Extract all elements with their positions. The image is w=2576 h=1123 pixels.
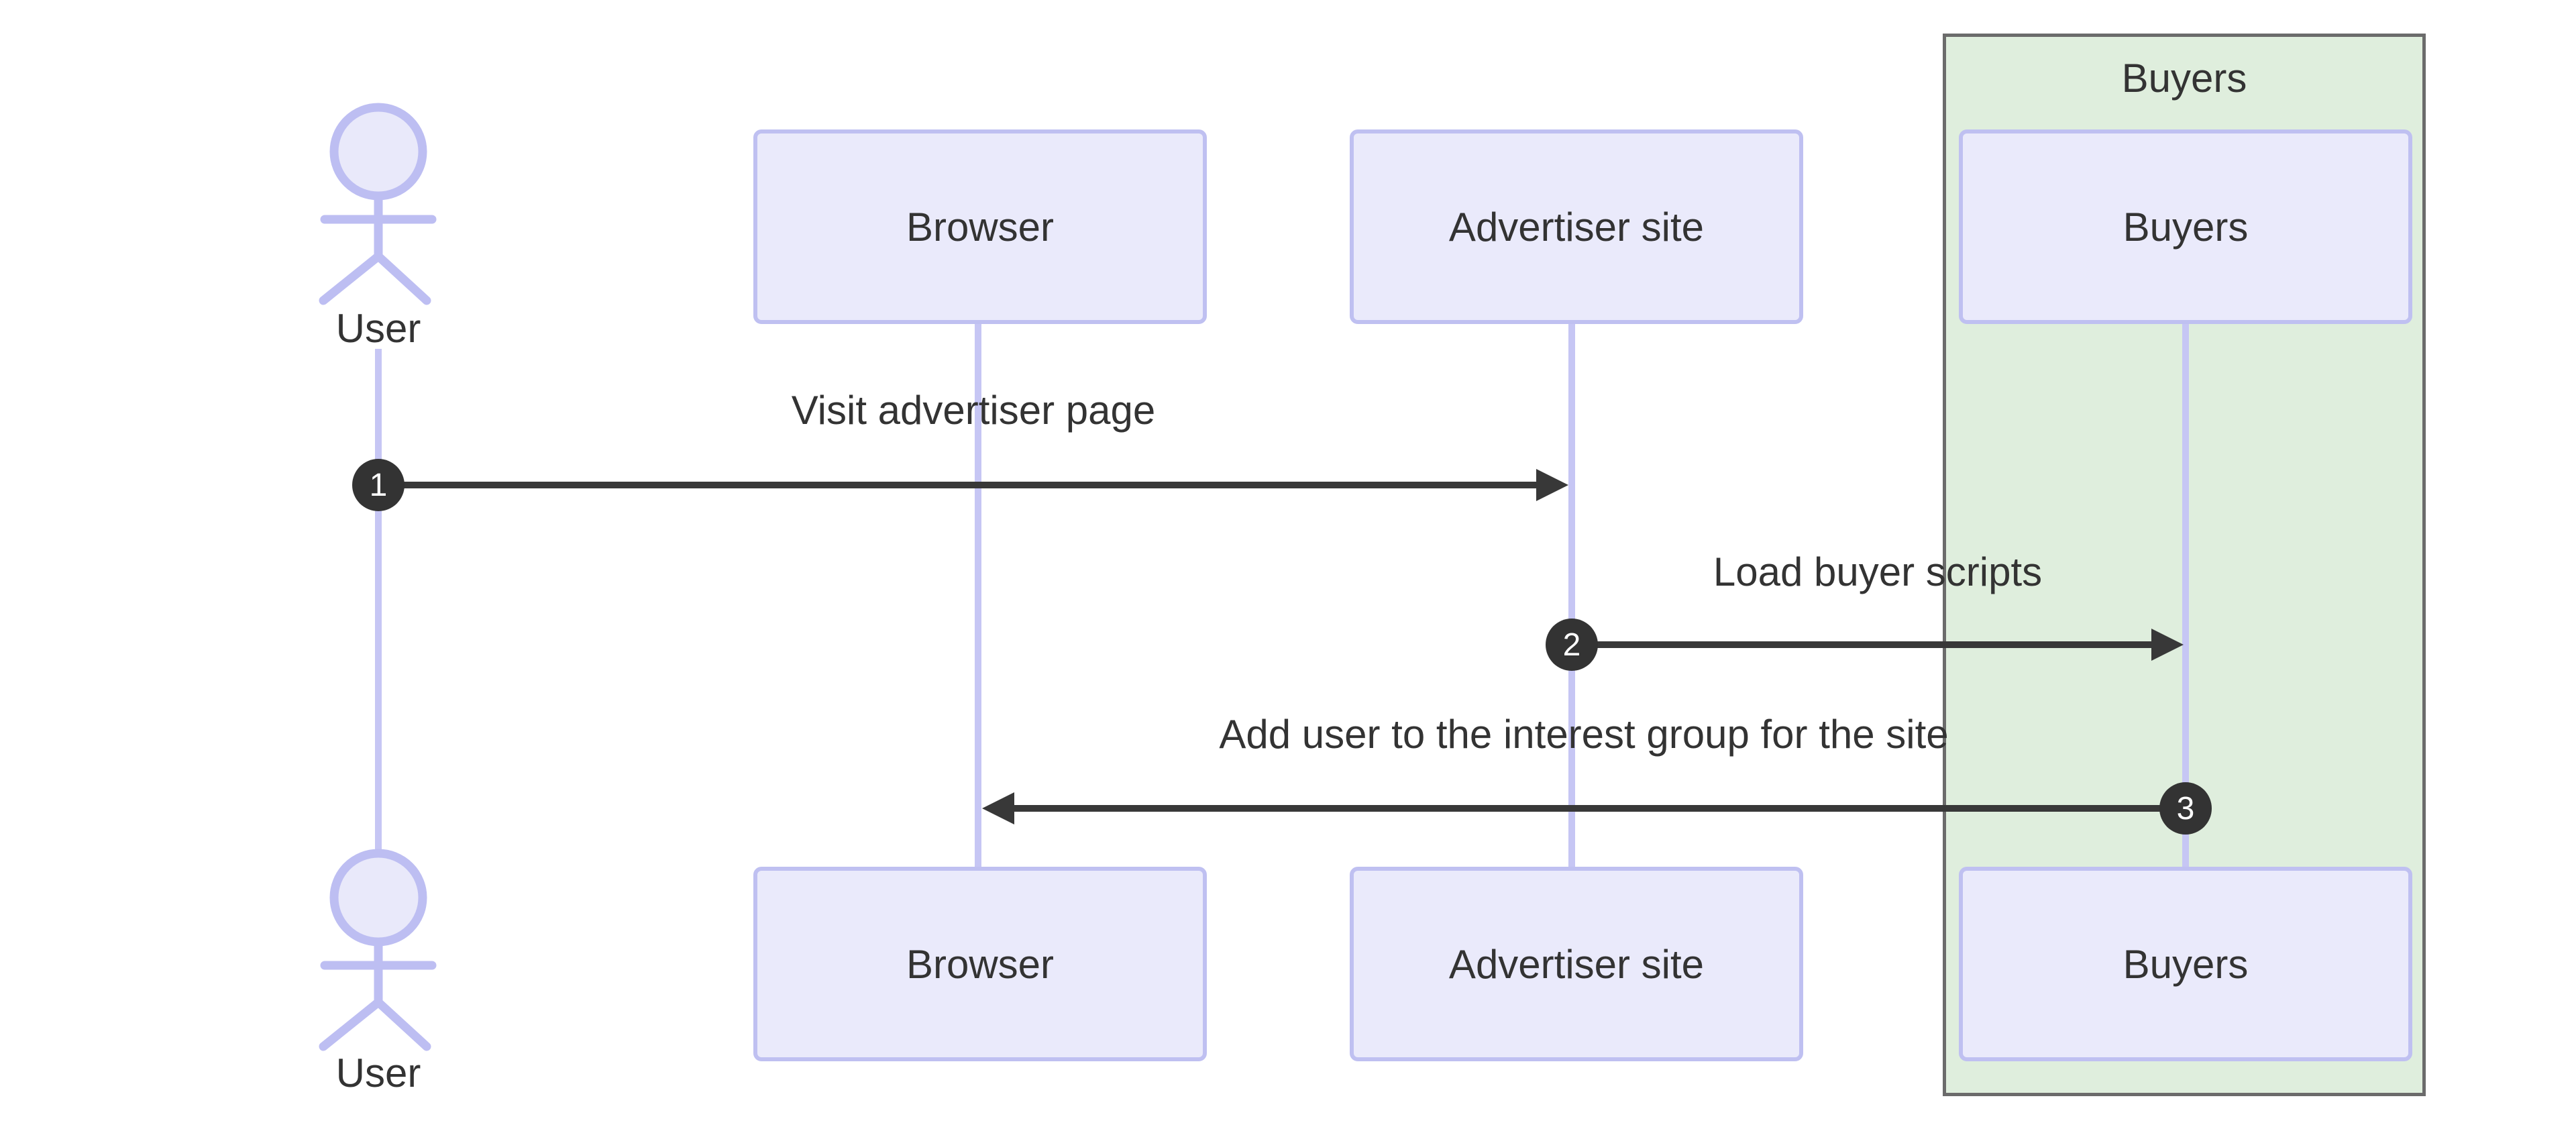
lifeline-buyers [2182, 324, 2189, 867]
lifeline-advertiser-site [1568, 324, 1575, 867]
sequence-number: 2 [1562, 627, 1581, 663]
sequence-number: 1 [369, 467, 388, 503]
actor-figure-icon [319, 849, 437, 1051]
participant-box-browser-top: Browser [753, 129, 1207, 324]
participant-label: Browser [906, 941, 1055, 987]
actor-label-bottom: User [335, 1051, 421, 1095]
sequence-badge-1: 1 [352, 459, 405, 511]
group-title: Buyers [2121, 56, 2247, 101]
message-3-label: Add user to the interest group for the s… [1219, 712, 1949, 757]
sequence-badge-3: 3 [2159, 782, 2212, 835]
message-1-arrow [378, 482, 1536, 488]
actor-figure-icon [319, 103, 437, 305]
participant-box-advertiser-site-top: Advertiser site [1350, 129, 1803, 324]
sequence-number: 3 [2176, 790, 2195, 826]
message-3-arrow [1014, 805, 2186, 812]
lifeline-browser [975, 324, 981, 867]
message-2-label: Load buyer scripts [1713, 549, 2043, 594]
message-2-arrow [1572, 641, 2151, 648]
participant-box-advertiser-site-bottom: Advertiser site [1350, 867, 1803, 1061]
participant-label: Browser [906, 204, 1055, 250]
participant-box-buyers-top: Buyers [1959, 129, 2412, 324]
participant-label: Buyers [2123, 204, 2249, 250]
lifeline-user [375, 349, 382, 851]
message-1-label: Visit advertiser page [791, 388, 1156, 433]
message-1-arrowhead-icon [1536, 469, 1568, 501]
message-2-arrowhead-icon [2151, 629, 2184, 661]
sequence-badge-2: 2 [1546, 619, 1598, 671]
participant-label: Advertiser site [1448, 204, 1705, 250]
participant-box-buyers-bottom: Buyers [1959, 867, 2412, 1061]
actor-label-top: User [335, 306, 421, 351]
participant-label: Advertiser site [1448, 941, 1705, 987]
message-3-arrowhead-icon [982, 792, 1014, 824]
participant-box-browser-bottom: Browser [753, 867, 1207, 1061]
participant-label: Buyers [2123, 941, 2249, 987]
